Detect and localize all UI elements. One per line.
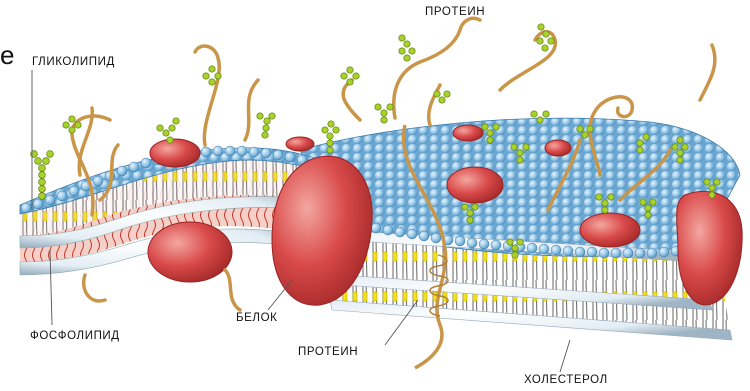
label-phospholipid: ФОСФОЛИПИД: [30, 330, 120, 342]
letter-fragment: е: [0, 42, 14, 68]
label-protein-bottom: ПРОТЕИН: [298, 346, 358, 358]
label-cholesterol: ХОЛЕСТЕРОЛ: [524, 374, 608, 386]
label-belok: БЕЛОК: [236, 312, 277, 324]
label-protein-top: ПРОТЕИН: [425, 6, 485, 18]
label-glycolipid: ГЛИКОЛИПИД: [32, 56, 115, 68]
